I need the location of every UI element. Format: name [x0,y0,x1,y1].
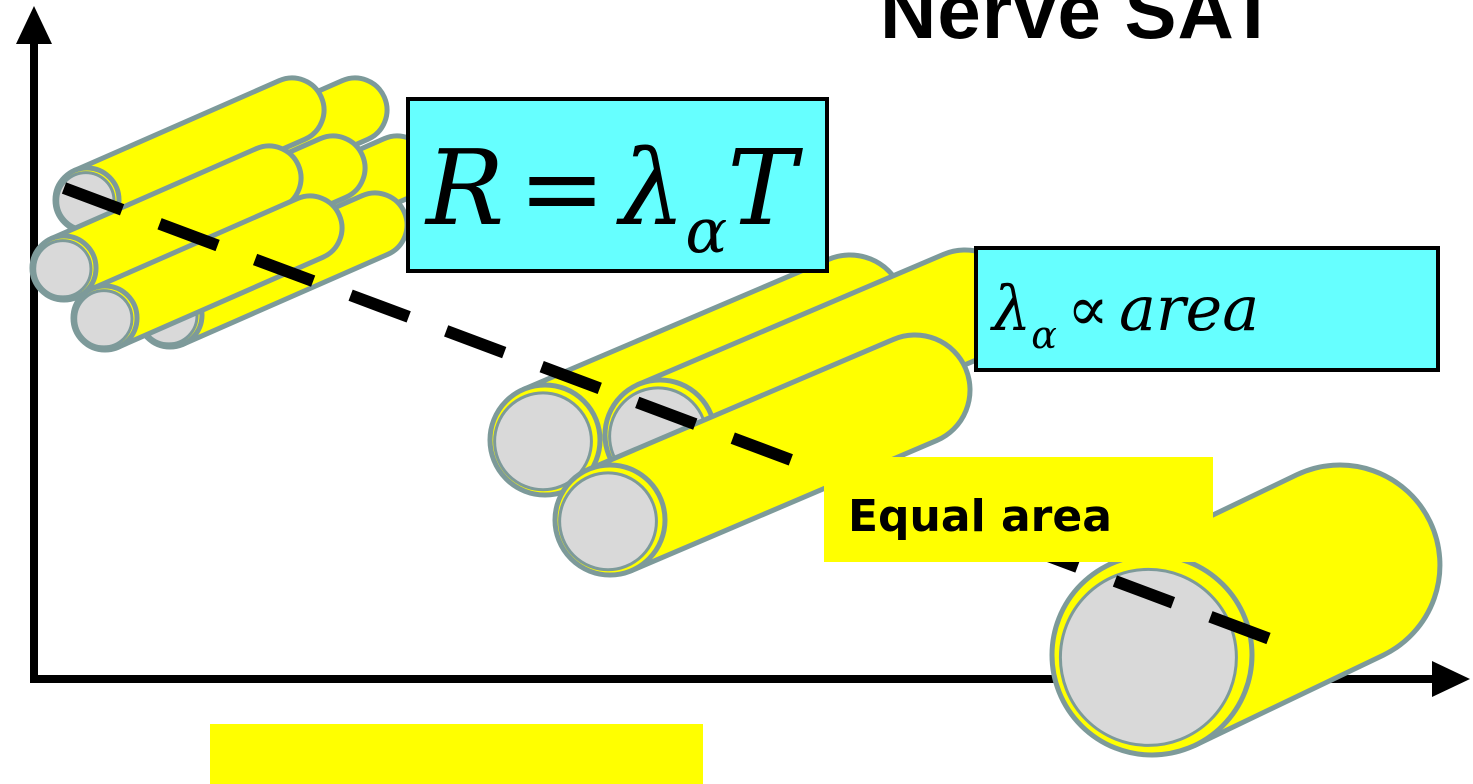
eq1-subscript: α [685,194,727,267]
equal-area-label: Equal area [824,457,1213,562]
small-fiber-bundle [32,78,429,350]
bottom-highlight-block [210,724,703,784]
eq1-rhs: T [727,127,796,249]
fiber-core [76,291,132,347]
eq2-lambda: λ [992,272,1031,345]
eq2-subscript: α [1031,313,1057,357]
fiber-core [35,241,91,297]
equation-box-rate: R=λαT [406,97,829,273]
eq1-lambda: λ [619,127,685,249]
eq1-equals: = [504,127,619,249]
equation-proportional: λα∝area [992,272,1259,345]
eq2-rhs: area [1119,272,1259,345]
eq2-relation: ∝ [1057,272,1119,345]
diagram-canvas: Nerve SAT R=λαT λα∝area Equal area [0,0,1473,764]
eq1-lhs: R [426,127,504,249]
page-title: Nerve SAT [880,0,1278,57]
y-axis-arrow [16,6,52,44]
equation-rate: R=λαT [426,127,797,249]
equation-box-proportional: λα∝area [974,246,1440,372]
fiber-core [560,473,657,570]
x-axis-arrow [1432,661,1470,697]
